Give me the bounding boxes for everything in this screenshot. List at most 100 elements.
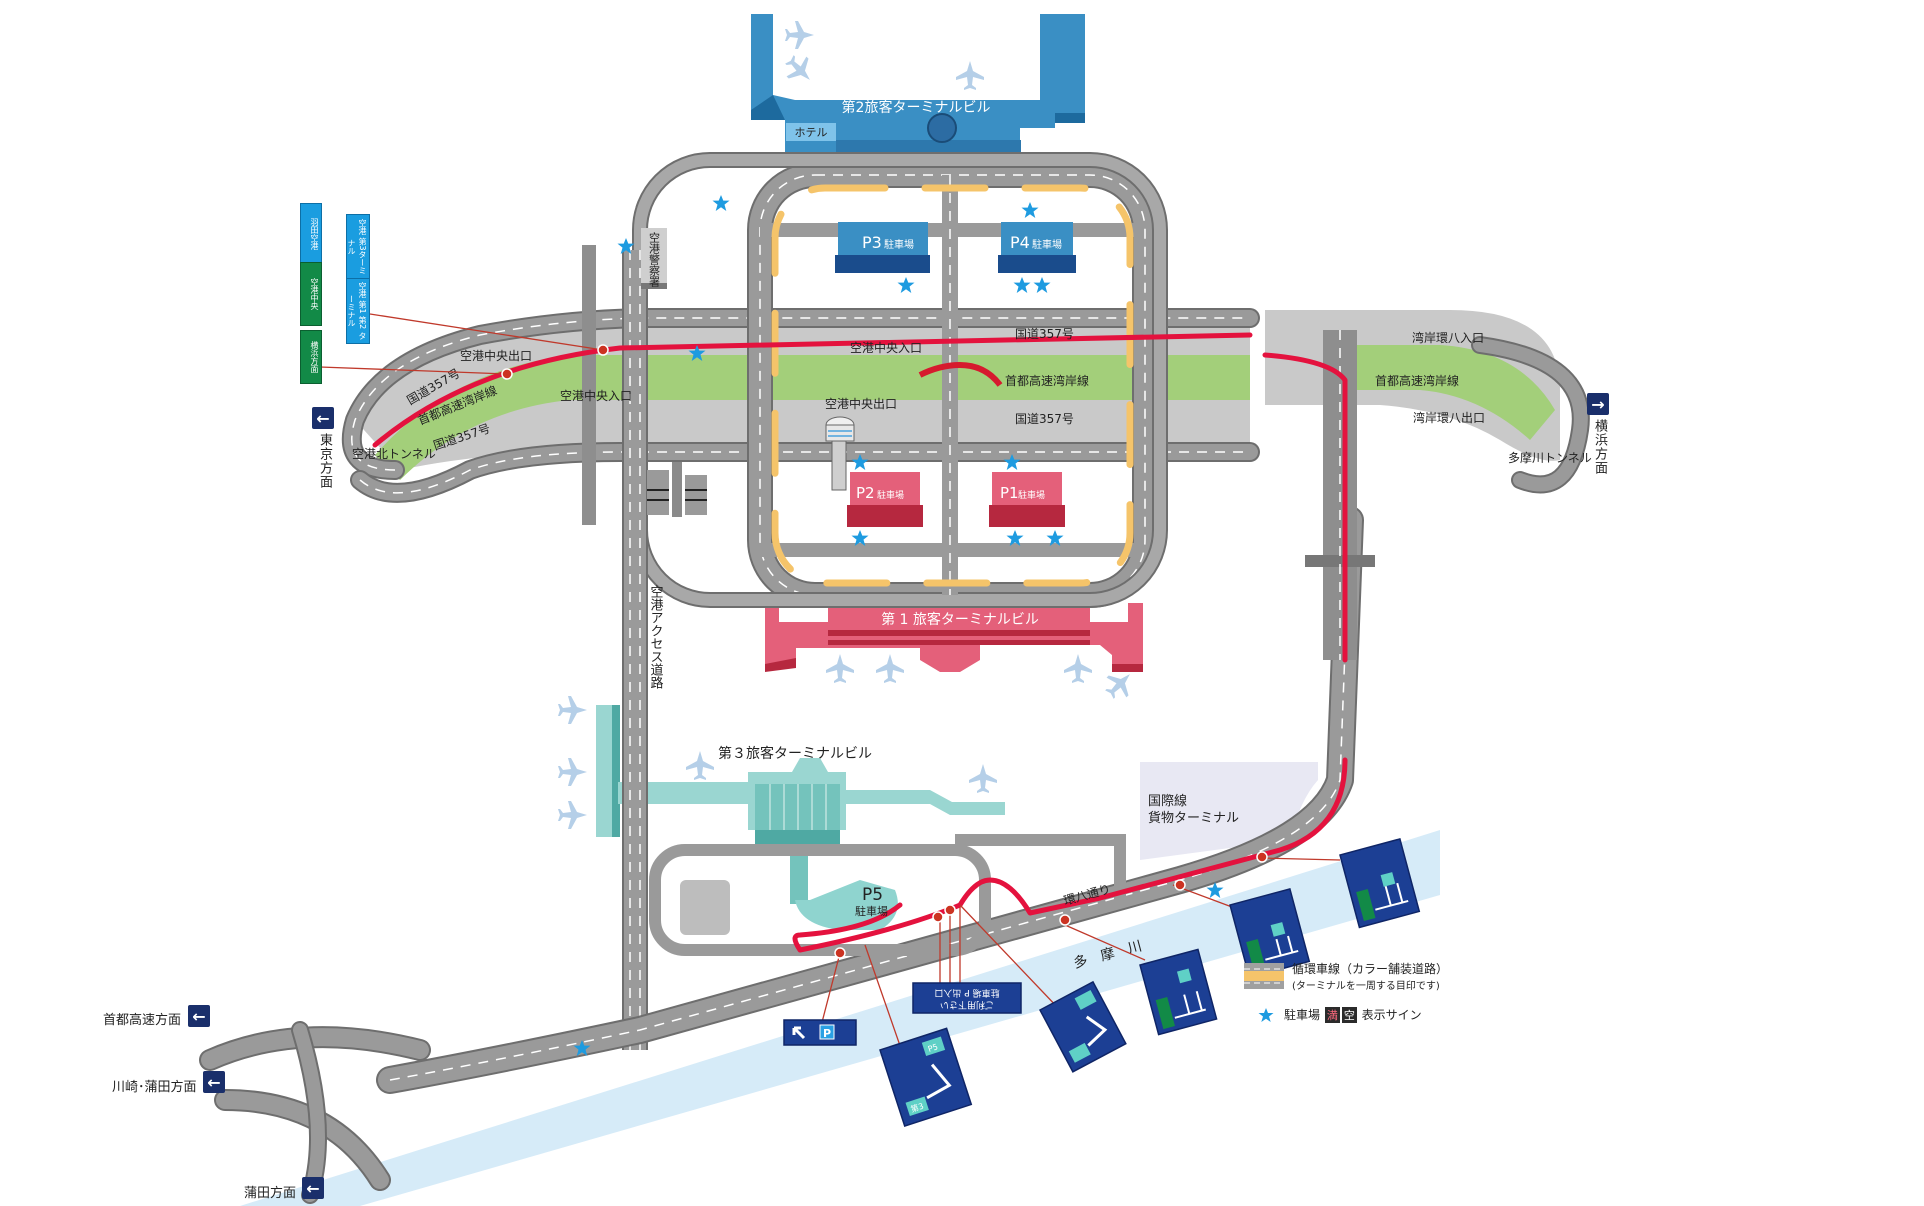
loop-lane [771, 184, 1134, 587]
parking-p4-suffix: 駐車場 [1032, 238, 1062, 251]
sign-point [1256, 851, 1268, 863]
hotel-label: ホテル [795, 126, 828, 139]
parking-p1: P1 駐車場 [989, 472, 1065, 527]
police-station: 空港警察署 [641, 228, 667, 289]
star-icon [573, 1040, 591, 1056]
sign-dots [501, 344, 1268, 959]
direction-yokohama: 横浜方面 [1592, 419, 1607, 475]
road-label-kan8-entrance: 湾岸環八入口 [1412, 330, 1484, 345]
airplane-icon [826, 654, 854, 683]
road-label-central-entrance: 空港中央入口 [560, 388, 632, 403]
red-route [372, 332, 1348, 953]
cargo-label-2: 貨物ターミナル [1148, 810, 1239, 826]
legend-star: 駐車場 満空 表示サイン [1258, 1006, 1494, 1023]
star-icon [1006, 530, 1024, 546]
direction-shuto: 首都高速方面 [103, 1013, 182, 1028]
sign-point [834, 947, 846, 959]
plant-icon [647, 462, 707, 517]
sign-p5-entrance: 駐車場 P 出入口 ご利用下さい [912, 982, 1022, 1014]
parking-p5: P5 駐車場 [855, 885, 888, 918]
parking-p3-suffix: 駐車場 [884, 238, 914, 251]
sign-leaders [319, 313, 1341, 1061]
sign-terminal-lanes [1139, 948, 1218, 1036]
direction-kamata: 蒲田方面 [244, 1186, 297, 1201]
parking-p5-label: P5 [862, 885, 883, 905]
svg-text:P: P [823, 1027, 831, 1040]
sign-terminal-3: 空港 第3ターミナル [346, 214, 370, 280]
star-icon [1033, 277, 1051, 293]
airplane-icon [558, 758, 587, 786]
hotel-block [786, 123, 836, 141]
sign-main-line-yokohama: 横浜方面 [300, 330, 322, 384]
terminal-1-label: 第 1 旅客ターミナルビル [881, 611, 1039, 628]
terminal-1-building: 第 1 旅客ターミナルビル [765, 603, 1143, 672]
legend: 循環車線（カラー舗装道路） (ターミナルを一周する目印です) 駐車場 満空 表示… [1244, 960, 1494, 1023]
parking-p2-suffix: 駐車場 [877, 489, 904, 501]
legend-star-suffix: 表示サイン [1361, 1008, 1422, 1022]
sign-terminal-1-2: 空港 第1 第2 ターミナル [346, 278, 370, 344]
direction-tokyo: 東京方面 [317, 433, 332, 489]
terminal-3-building: 第３旅客ターミナルビル [596, 705, 1005, 930]
sign-p-arrow: P [783, 1019, 857, 1046]
star-icon [1206, 882, 1224, 898]
sign-point [932, 911, 944, 923]
sign-exit-central: 空港中央 [300, 262, 322, 326]
legend-full-badge: 満 [1324, 1007, 1340, 1023]
airplane-icon [956, 61, 984, 90]
sign-point [1174, 879, 1186, 891]
airplane-icon [785, 55, 810, 80]
svg-text:第3: 第3 [909, 1101, 925, 1115]
road-label-route357: 国道357号 [1015, 327, 1074, 341]
police-label: 空港警察署 [648, 231, 661, 288]
control-tower [825, 416, 855, 491]
road-label-central-exit: 空港中央出口 [825, 396, 897, 411]
cargo-label-1: 国際線 [1148, 793, 1187, 809]
sign-terminal-lanes [1229, 888, 1311, 979]
sign-point [1059, 914, 1071, 926]
parking-p4: P4 駐車場 [998, 222, 1076, 273]
terminal-2-building: 第2旅客ターミナルビル ホテル [751, 14, 1085, 155]
airplane-icon [686, 751, 714, 780]
road-label-central-entrance: 空港中央入口 [850, 340, 922, 355]
sign-t3-direction [1038, 980, 1127, 1073]
arrow-left-icon: ← [302, 1177, 324, 1199]
parking-p2: P2 駐車場 [847, 472, 923, 527]
star-icon [617, 238, 635, 254]
legend-star-prefix: 駐車場 [1284, 1008, 1321, 1022]
airplane-icon [1105, 674, 1130, 699]
svg-text:駐車場 P 出入口: 駐車場 P 出入口 [934, 987, 999, 999]
airplane-icon [969, 764, 997, 793]
arrow-left-icon: ← [312, 407, 334, 429]
sign-t3-direction: P5 第3 [879, 1027, 973, 1128]
legend-loop-lane: 循環車線（カラー舗装道路） (ターミナルを一周する目印です) [1244, 960, 1494, 992]
road-label-wangan: 首都高速湾岸線 [1375, 373, 1459, 388]
star-icon [712, 195, 730, 211]
parking-p5-suffix: 駐車場 [855, 904, 888, 918]
north-tunnel-label: 空港北トンネル [352, 447, 436, 461]
tamagawa-tunnel-label: 多摩川トンネル [1508, 450, 1592, 465]
parking-p1-label: P1 [1000, 484, 1019, 502]
legend-loop-note: (ターミナルを一周する目印です) [1292, 981, 1440, 992]
road-label-route357: 国道357号 [1015, 412, 1074, 426]
star-icon [1046, 530, 1064, 546]
svg-text:ご利用下さい: ご利用下さい [940, 999, 994, 1011]
road-network [199, 152, 1590, 1204]
sign-point [501, 368, 513, 380]
parking-p3: P3 駐車場 [835, 222, 930, 273]
sign-terminal-lanes [1339, 838, 1421, 929]
legend-empty-badge: 空 [1341, 1007, 1357, 1023]
road-label-central-exit: 空港中央出口 [460, 348, 532, 363]
road-label-kan8-exit: 湾岸環八出口 [1413, 410, 1485, 425]
star-icon [1013, 277, 1031, 293]
star-icon [1258, 1007, 1274, 1022]
loop-lane-swatch [1244, 963, 1284, 989]
airplane-icons [558, 21, 1130, 829]
star-icon [1021, 202, 1039, 218]
sign-point [944, 904, 956, 916]
airplane-icon [1064, 654, 1092, 683]
parking-p2-label: P2 [856, 484, 875, 502]
arrow-right-icon: → [1587, 393, 1609, 415]
tama-river [240, 830, 1440, 1206]
airplane-icon [558, 801, 587, 829]
